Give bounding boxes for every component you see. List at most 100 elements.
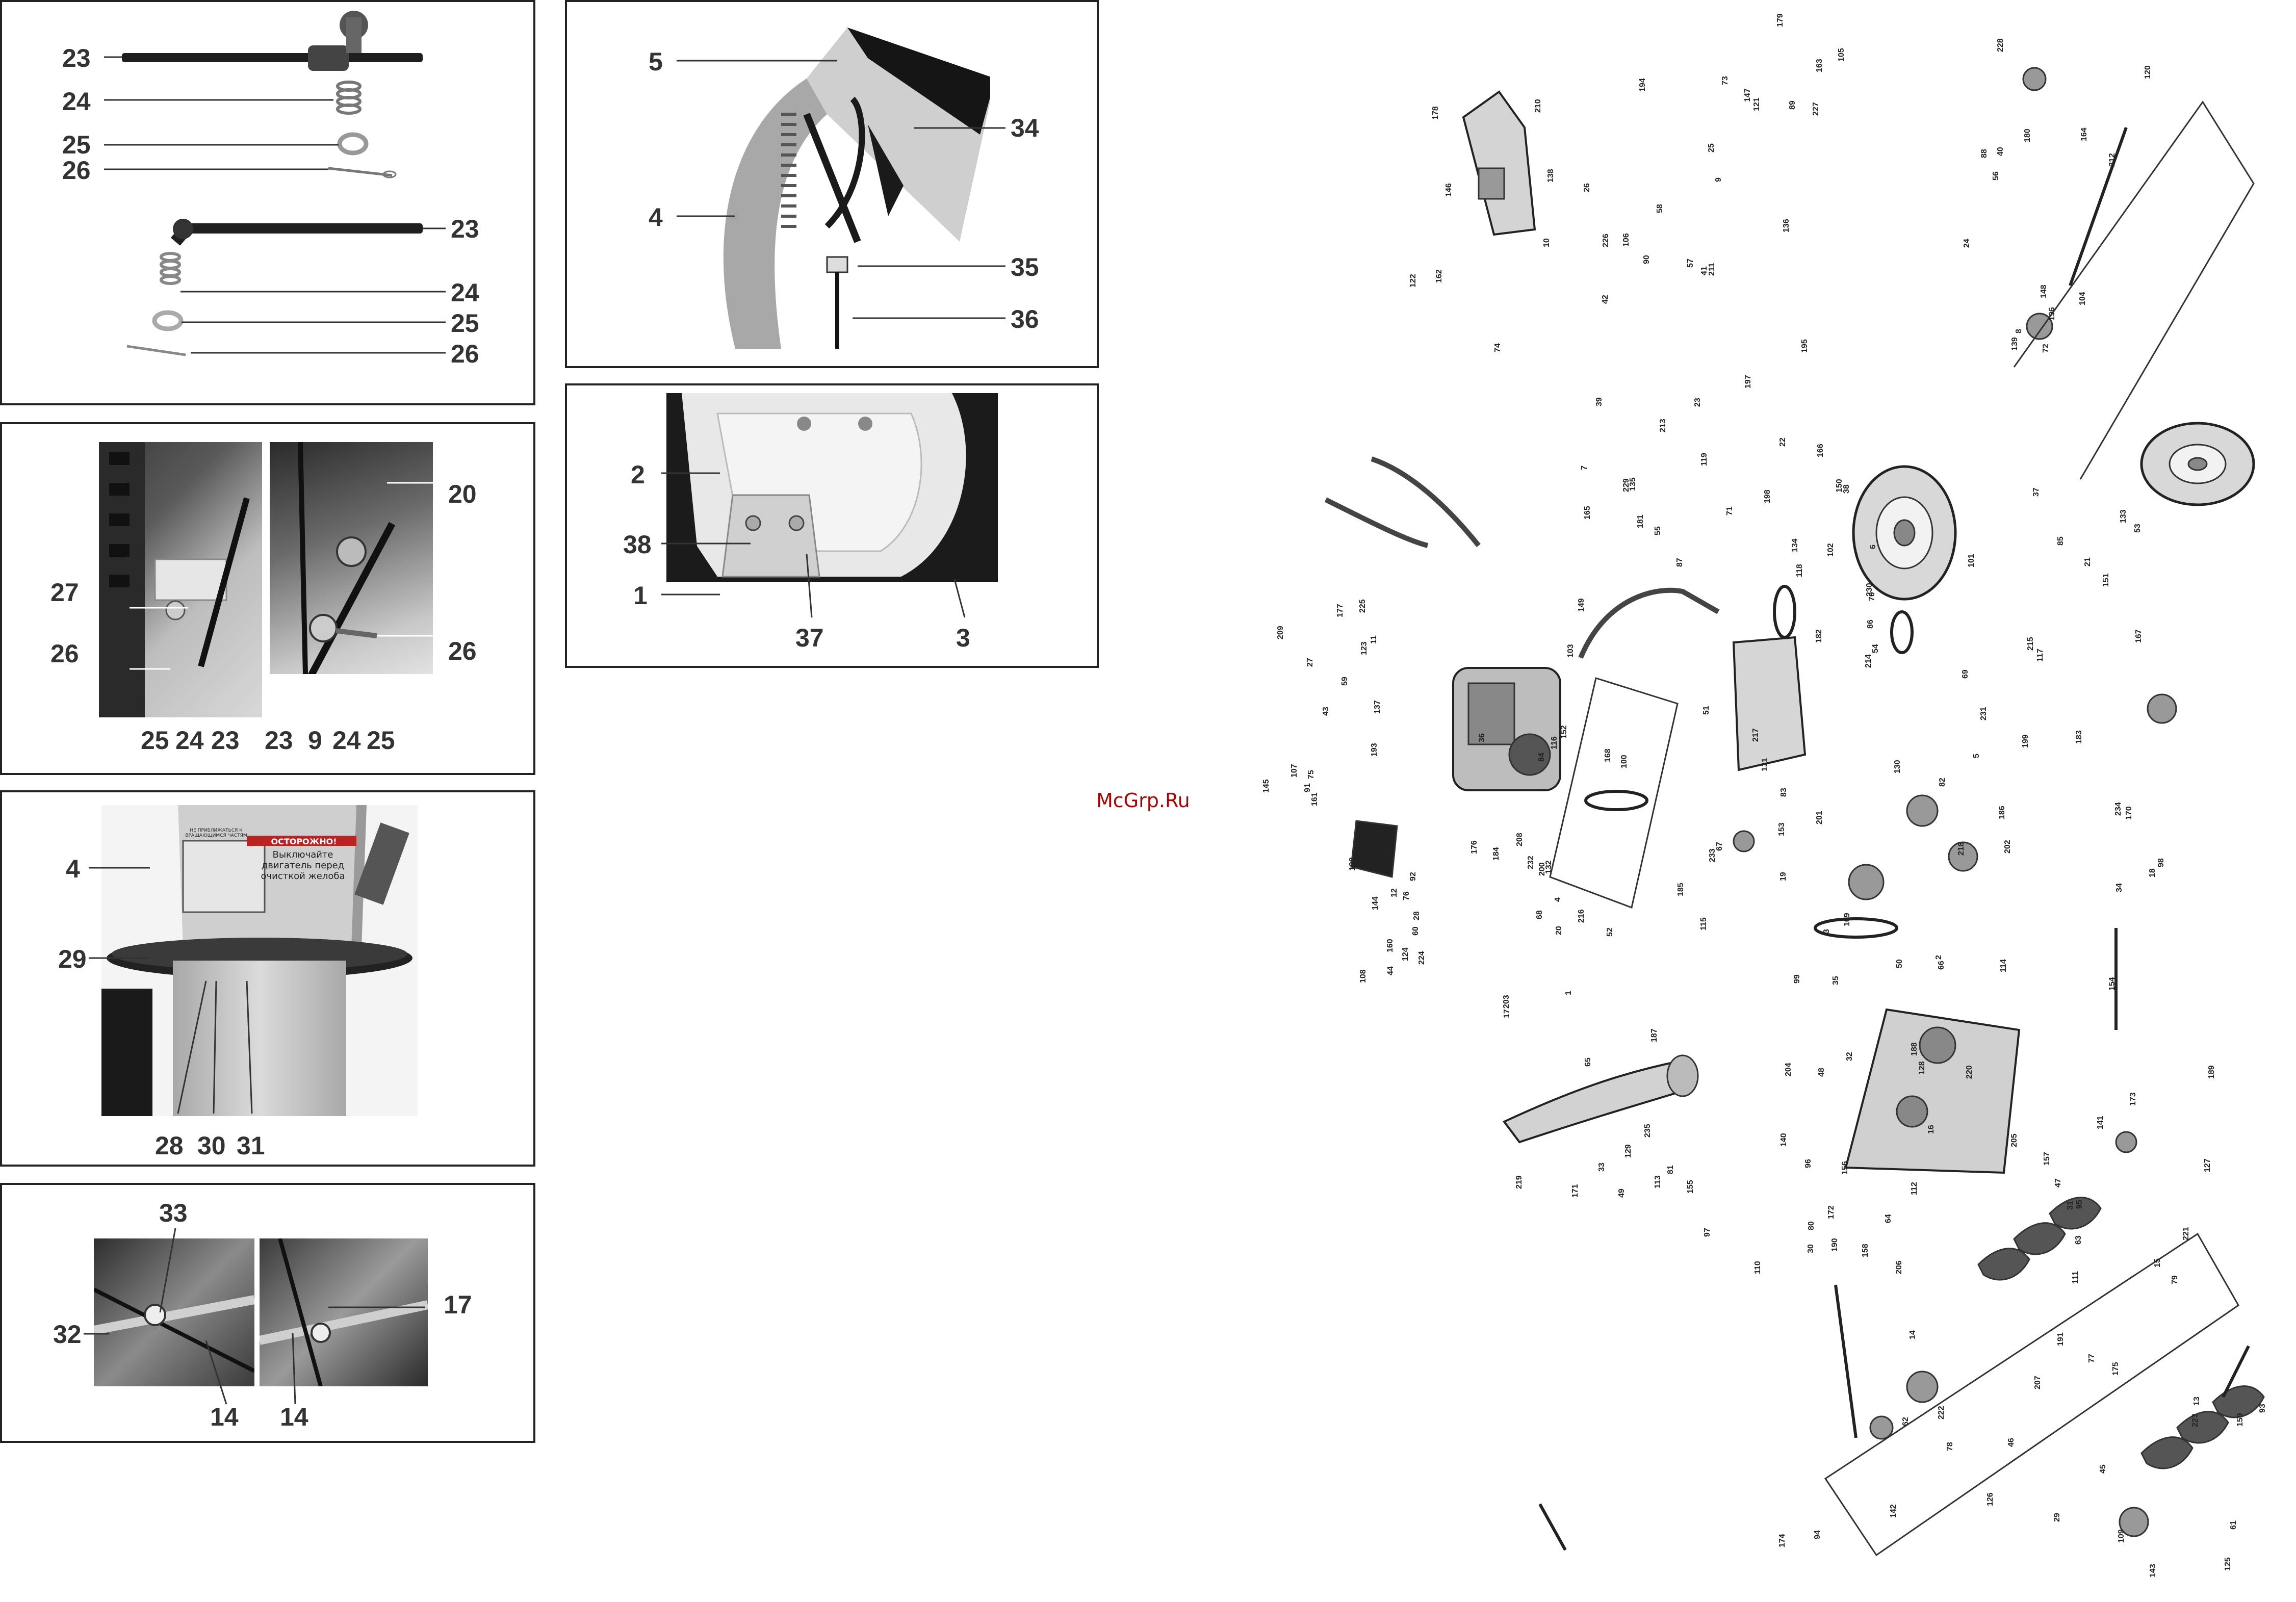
part-number-169: 169 [1843, 913, 1851, 926]
gearbox-icon [1732, 636, 1807, 771]
part-number-146: 146 [1444, 183, 1453, 197]
part-number-117: 117 [2036, 649, 2045, 662]
callout-26-upper: 26 [62, 156, 91, 185]
photo-cable-right [260, 1238, 428, 1386]
part-number-23: 23 [1693, 398, 1702, 407]
part-number-130: 130 [1893, 760, 1902, 773]
part-number-72: 72 [2042, 344, 2050, 353]
part-number-172: 172 [1827, 1205, 1836, 1219]
part-number-207: 207 [2033, 1376, 2042, 1389]
part-number-38: 38 [1842, 484, 1851, 494]
part-number-206: 206 [1895, 1260, 1903, 1274]
part-number-73: 73 [1721, 76, 1730, 85]
callout-3: 3 [956, 624, 970, 652]
part-number-195: 195 [1800, 339, 1809, 353]
part-number-183: 183 [2075, 730, 2083, 744]
part-number-44: 44 [1386, 966, 1395, 975]
part-number-185: 185 [1676, 883, 1685, 896]
callout-9: 9 [308, 726, 322, 755]
photo-chute-deflector [674, 22, 990, 349]
callout-17: 17 [444, 1290, 472, 1319]
part-number-151: 151 [2102, 573, 2110, 587]
part-number-42: 42 [1601, 295, 1610, 304]
part-number-66: 66 [1937, 961, 1946, 970]
warning-body: Выключайте двигатель перед очисткой жело… [261, 849, 345, 882]
part-number-56: 56 [1992, 171, 2000, 180]
part-number-144: 144 [1371, 896, 1380, 910]
part-number-194: 194 [1638, 78, 1647, 92]
callout-24-right: 24 [332, 726, 361, 755]
part-number-180: 180 [2023, 128, 2032, 142]
part-number-75: 75 [1307, 770, 1315, 779]
part-number-9: 9 [1714, 177, 1723, 182]
part-number-174: 174 [1778, 1534, 1787, 1547]
part-number-108: 108 [1359, 969, 1368, 983]
part-number-79: 79 [2171, 1275, 2179, 1284]
part-number-188: 188 [1910, 1042, 1919, 1056]
part-number-33: 33 [1597, 1162, 1606, 1172]
callout-31: 31 [237, 1131, 265, 1160]
part-number-167: 167 [2134, 629, 2143, 643]
part-number-51: 51 [1702, 706, 1711, 715]
part-number-45: 45 [2099, 1464, 2107, 1474]
part-number-92: 92 [1409, 872, 1417, 881]
part-number-126: 126 [1986, 1492, 1995, 1506]
part-number-36: 36 [1478, 733, 1486, 742]
part-number-67: 67 [1715, 842, 1724, 851]
part-number-14: 14 [1908, 1330, 1917, 1339]
part-number-166: 166 [1816, 444, 1825, 457]
part-number-49: 49 [1617, 1188, 1626, 1198]
part-number-83: 83 [1779, 788, 1788, 797]
part-number-87: 87 [1675, 558, 1684, 567]
callout-25-upper: 25 [62, 131, 91, 159]
part-number-76: 76 [1402, 891, 1411, 900]
photo-cable-left [94, 1238, 254, 1386]
part-number-175: 175 [2111, 1362, 2120, 1376]
callout-25: 25 [141, 726, 169, 755]
part-number-116: 116 [1550, 736, 1559, 750]
callout-23-upper: 23 [62, 44, 91, 72]
part-number-34: 34 [2115, 883, 2124, 892]
part-number-41: 41 [1700, 266, 1709, 275]
callout-1: 1 [633, 581, 648, 610]
part-number-57: 57 [1686, 259, 1695, 268]
part-number-191: 191 [2056, 1332, 2065, 1346]
part-number-5: 5 [1972, 754, 1981, 758]
callout-25-right: 25 [367, 726, 395, 755]
part-number-193: 193 [1370, 743, 1379, 757]
tire-right-icon [2140, 422, 2255, 506]
part-number-58: 58 [1656, 204, 1664, 213]
part-number-219: 219 [1515, 1175, 1524, 1189]
callout-26: 26 [50, 639, 79, 668]
part-number-196: 196 [2048, 307, 2056, 321]
part-number-74: 74 [1493, 343, 1502, 352]
part-number-77: 77 [2087, 1354, 2096, 1363]
part-number-104: 104 [2078, 292, 2087, 305]
part-number-60: 60 [1411, 926, 1420, 936]
callout-26-lower: 26 [451, 340, 479, 368]
part-number-32: 32 [1845, 1052, 1854, 1061]
callout-29: 29 [58, 945, 87, 973]
part-number-7: 7 [1580, 466, 1589, 470]
part-number-22: 22 [1778, 437, 1787, 447]
part-number-138: 138 [1546, 169, 1555, 183]
part-number-65: 65 [1584, 1057, 1592, 1067]
part-number-132: 132 [1544, 860, 1553, 874]
part-number-52: 52 [1606, 927, 1614, 937]
photo-rod-right [270, 442, 433, 674]
part-number-184: 184 [1492, 847, 1501, 861]
callout-20: 20 [448, 480, 477, 508]
part-number-161: 161 [1310, 792, 1319, 806]
part-number-163: 163 [1815, 59, 1824, 72]
part-number-190: 190 [1830, 1238, 1839, 1252]
callout-4: 4 [66, 855, 80, 883]
warning-title: ОСТОРОЖНО! [271, 837, 337, 846]
part-number-201: 201 [1815, 811, 1824, 824]
part-number-21: 21 [2083, 557, 2092, 566]
part-number-118: 118 [1795, 564, 1804, 577]
part-number-50: 50 [1895, 959, 1904, 968]
callout-23-right: 23 [265, 726, 293, 755]
part-number-39: 39 [1595, 397, 1604, 406]
part-number-142: 142 [1889, 1504, 1898, 1518]
